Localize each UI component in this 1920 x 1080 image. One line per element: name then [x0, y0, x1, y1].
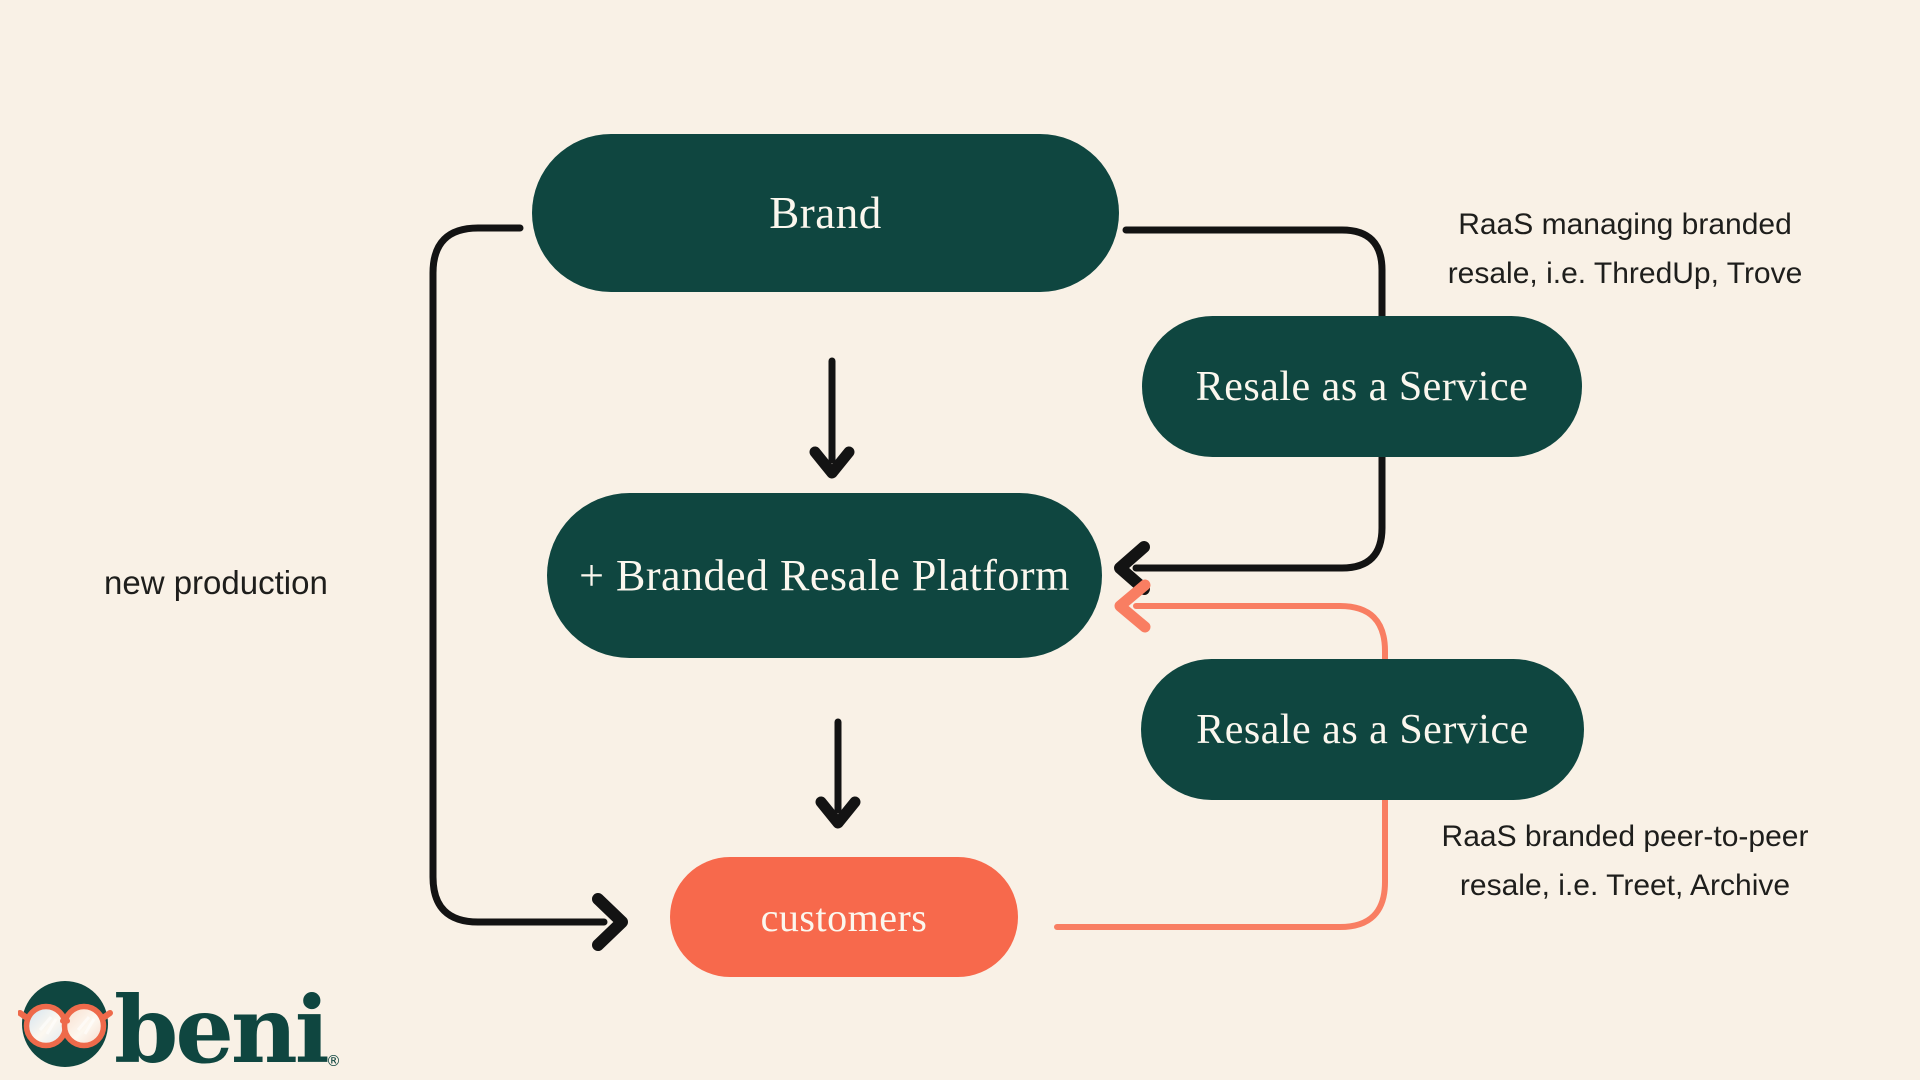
node-raas-bottom: Resale as a Service — [1141, 659, 1584, 800]
annotation-new-production: new production — [104, 562, 424, 604]
node-raas-bottom-label: Resale as a Service — [1196, 706, 1529, 753]
annotation-line: resale, i.e. ThredUp, Trove — [1447, 257, 1803, 290]
annotation-raas-peer-to-peer: RaaS branded peer-to-peer resale, i.e. T… — [1390, 812, 1860, 910]
glasses-icon — [18, 981, 113, 1067]
node-branded-resale-platform-label: + Branded Resale Platform — [579, 551, 1070, 600]
edge-platform-to-customers — [815, 718, 861, 829]
node-branded-resale-platform: + Branded Resale Platform — [547, 493, 1102, 658]
node-brand: Brand — [532, 134, 1119, 292]
edge-brand-to-platform — [809, 357, 855, 479]
annotation-raas-managing-branded: RaaS managing branded resale, i.e. Thred… — [1390, 200, 1860, 298]
node-customers-label: customers — [760, 894, 928, 940]
annotation-line: RaaS branded peer-to-peer — [1441, 820, 1809, 853]
node-raas-top: Resale as a Service — [1142, 316, 1582, 457]
edge-brand-to-customers — [429, 224, 628, 951]
node-customers: customers — [670, 857, 1018, 977]
annotation-line: resale, i.e. Treet, Archive — [1459, 869, 1791, 902]
beni-logo: beni ® — [18, 976, 341, 1075]
logo-wordmark: beni — [114, 976, 328, 1075]
node-raas-top-label: Resale as a Service — [1195, 363, 1529, 410]
annotation-line: RaaS managing branded — [1458, 208, 1792, 241]
annotation-line: new production — [104, 564, 328, 601]
node-brand-label: Brand — [769, 188, 882, 238]
logo-registered-mark: ® — [326, 1052, 341, 1070]
